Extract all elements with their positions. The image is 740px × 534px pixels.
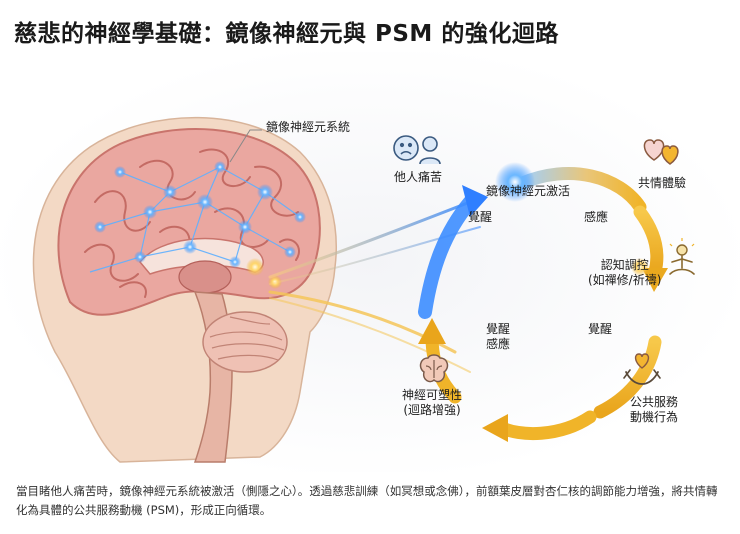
helping-hands-icon: [623, 353, 661, 385]
node-plasticity-label: 神經可塑性 (迴路增強): [402, 388, 463, 417]
node-suffering-label: 他人痛苦: [394, 170, 443, 184]
diagram-canvas: [0, 52, 740, 472]
hearts-hands-icon: [643, 139, 679, 165]
arrow-label-awareness-left: 覺醒: [486, 322, 511, 336]
cerebellum-folds: [209, 316, 285, 361]
activation-glow: [495, 162, 535, 202]
thalamus: [178, 260, 232, 294]
arrow-top-arc[interactable]: [513, 167, 647, 214]
arrow-bottom-arc[interactable]: [482, 410, 597, 442]
page-title: 慈悲的神經學基礎：鏡像神經元與 PSM 的強化迴路: [14, 21, 559, 47]
brain-illustration: [32, 116, 337, 463]
brain-icon: [419, 354, 449, 383]
brain-system-label: 鏡像神經元系統: [266, 120, 351, 134]
neural-nodes: [94, 161, 306, 289]
node-activation-label: 鏡像神經元激活: [486, 184, 571, 198]
brain-label-pointer: [229, 129, 262, 163]
arrow-label-awareness-right: 覺醒: [588, 322, 613, 336]
arrow-feeling-down[interactable]: [633, 205, 668, 292]
cerebellum: [202, 311, 288, 373]
node-empathy-label: 共情體驗: [638, 176, 687, 190]
node-psm-label: 公共服務 動機行為: [630, 395, 679, 424]
arrow-label-awareness-top: 覺醒: [468, 210, 493, 224]
sad-faces-icon: [393, 135, 441, 165]
arrow-label-feeling-top: 感應: [584, 210, 609, 224]
caption-text: 當目睹他人痛苦時，鏡像神經元系統被激活（惻隱之心）。透過慈悲訓練（如冥想或念佛）…: [16, 484, 718, 517]
arrow-label-feeling-left: 感應: [486, 337, 511, 351]
node-regulation-label: 認知調控 (如禪修/祈禱): [588, 258, 662, 287]
arrow-awareness-up[interactable]: [418, 185, 488, 319]
meditation-icon: [669, 238, 695, 275]
